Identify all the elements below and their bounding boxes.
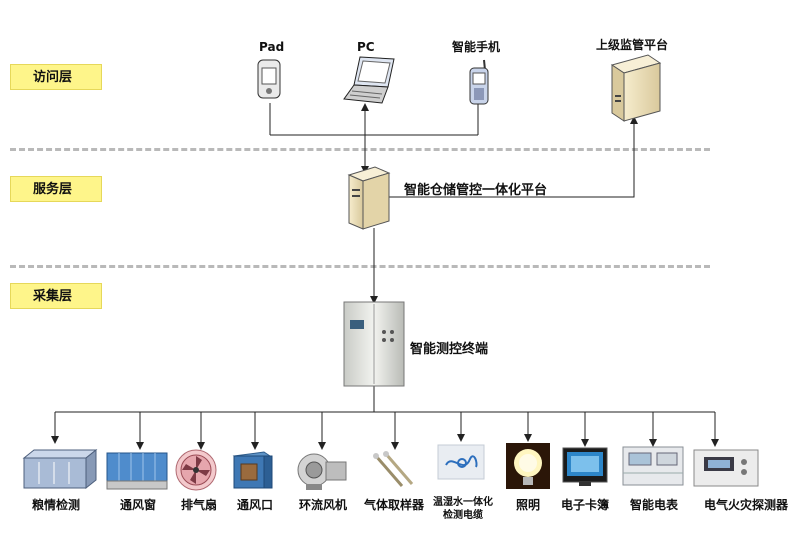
field-drops bbox=[51, 412, 719, 450]
layer-divider-2 bbox=[10, 265, 710, 268]
grain-sensing-icon bbox=[22, 448, 98, 490]
device-label-sensor-cable-line1: 温湿水一体化 bbox=[433, 497, 493, 508]
smart-meter-icon bbox=[622, 446, 684, 486]
device-label-vent-opening: 通风口 bbox=[236, 498, 273, 512]
device-label-gas-sampler: 气体取样器 bbox=[363, 498, 424, 512]
vent-opening-icon bbox=[232, 451, 273, 489]
laptop-icon bbox=[343, 56, 395, 104]
layer-divider-1 bbox=[10, 148, 710, 151]
platform-label: 智能仓储管控一体化平台 bbox=[404, 183, 548, 198]
vent-window-icon bbox=[106, 452, 168, 490]
layer-service-label: 服务层 bbox=[10, 176, 102, 202]
electronic-card-book-icon bbox=[562, 447, 608, 486]
circulation-fan-icon bbox=[297, 453, 347, 490]
device-label-vent-window: 通风窗 bbox=[119, 498, 156, 512]
sensor-cable-icon bbox=[437, 444, 485, 480]
device-label-fire-detector: 电气火灾探测器 bbox=[703, 498, 788, 512]
lighting-bulb-icon bbox=[506, 443, 550, 489]
device-label-sensor-cable: 温湿水一体化 检测电缆 bbox=[428, 496, 498, 522]
gas-sampler-icon bbox=[373, 451, 414, 487]
device-label-smart-meter: 智能电表 bbox=[629, 498, 678, 512]
device-label-grain: 粮情检测 bbox=[31, 498, 80, 512]
layer-collect-label: 采集层 bbox=[10, 283, 102, 309]
terminal-label: 智能测控终端 bbox=[410, 342, 489, 357]
exhaust-fan-icon bbox=[175, 449, 217, 491]
access-links bbox=[55, 103, 715, 413]
fire-detector-icon bbox=[693, 449, 759, 487]
supervision-server-icon bbox=[610, 54, 662, 122]
terminal-cabinet-icon bbox=[343, 301, 405, 387]
smartphone-label: 智能手机 bbox=[452, 40, 501, 54]
smartphone-icon bbox=[469, 59, 489, 105]
platform-server-icon bbox=[347, 166, 391, 230]
device-label-lighting: 照明 bbox=[515, 498, 540, 512]
supervision-label: 上级监管平台 bbox=[596, 38, 669, 52]
device-label-exhaust-fan: 排气扇 bbox=[180, 498, 217, 512]
device-label-circulation-fan: 环流风机 bbox=[298, 498, 347, 512]
device-label-sensor-cable-line2: 检测电缆 bbox=[443, 510, 483, 521]
pad-icon bbox=[257, 59, 281, 99]
device-label-card-book: 电子卡簿 bbox=[560, 498, 609, 512]
layer-access-label: 访问层 bbox=[10, 64, 102, 90]
pad-label: Pad bbox=[259, 40, 285, 54]
pc-label: PC bbox=[357, 40, 375, 54]
